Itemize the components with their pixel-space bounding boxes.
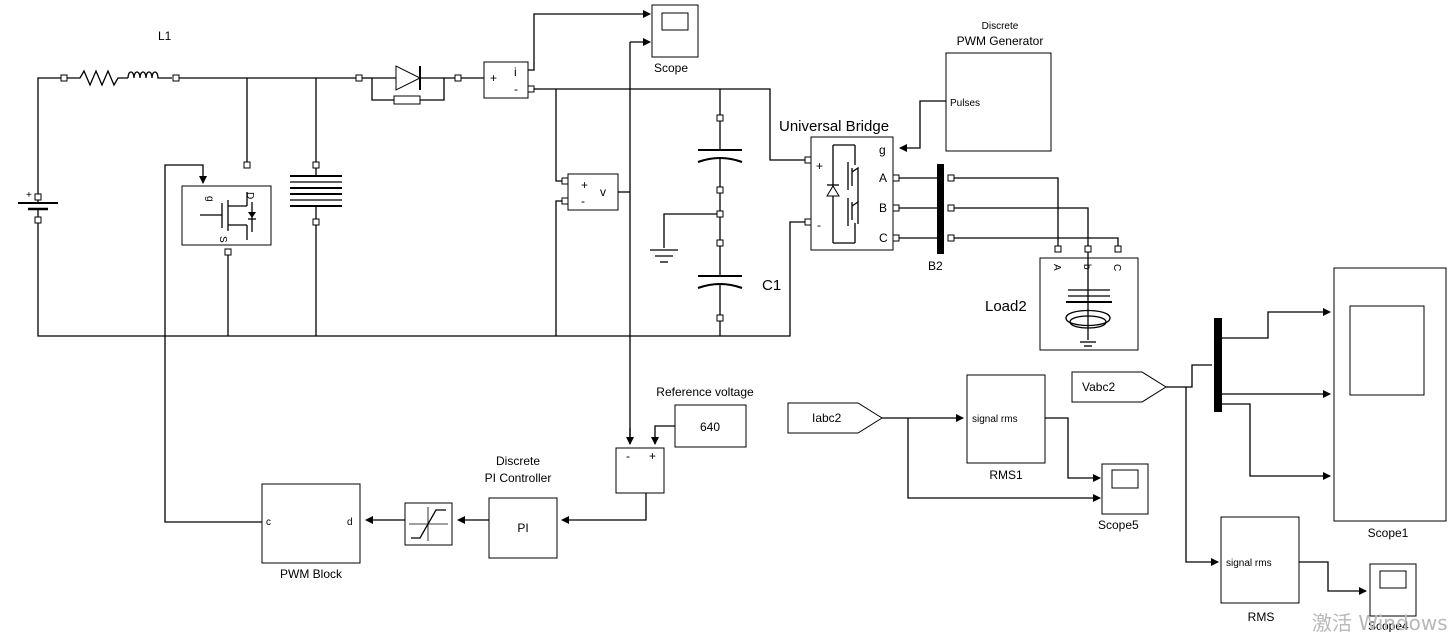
mosfet-s-label: S (217, 236, 228, 243)
scope1-block[interactable]: Scope1 (1333, 267, 1447, 540)
battery[interactable]: + (18, 190, 58, 224)
pi-label-2: PI Controller (485, 471, 552, 485)
scope5-label: Scope5 (1098, 518, 1139, 532)
pi-text: PI (517, 521, 528, 535)
mosfet-d-label: D (244, 192, 255, 199)
scope-block[interactable]: Scope (651, 4, 699, 75)
diode[interactable] (355, 65, 462, 105)
rms-label: RMS (1248, 610, 1275, 624)
vabc2-label: Vabc2 (1082, 380, 1115, 394)
rms-block[interactable]: signal rms RMS (1220, 516, 1367, 624)
voltage-measurement[interactable]: + - v (561, 38, 651, 445)
svg-text:+: + (490, 71, 497, 85)
scope1-label: Scope1 (1368, 526, 1409, 540)
bridge-port-a: A (879, 171, 887, 185)
pwm-gen-label-1: Discrete (982, 21, 1019, 32)
input-capacitor[interactable] (290, 161, 342, 226)
universal-bridge[interactable]: Universal Bridge + - g A B C (779, 118, 900, 251)
scope4-label: Scope4 (1368, 619, 1409, 632)
dc-link-capacitor-bottom[interactable]: C1 (697, 239, 781, 322)
iabc2-label: Iabc2 (812, 411, 842, 425)
pulses-label: Pulses (950, 98, 980, 109)
reference-voltage-constant[interactable]: 640 Reference voltage (656, 385, 754, 448)
svg-text:+: + (26, 190, 32, 201)
rms-signal-rms: signal rms (1226, 558, 1272, 569)
discrete-pi-controller[interactable]: PI Discrete PI Controller (457, 454, 558, 559)
universal-bridge-label: Universal Bridge (779, 118, 889, 135)
pi-label-1: Discrete (496, 454, 540, 468)
svg-text:-: - (817, 218, 821, 232)
sum-block[interactable]: - + (561, 425, 675, 524)
dc-link-capacitor-top[interactable] (697, 114, 743, 194)
rms1-block[interactable]: signal rms RMS1 (966, 374, 1101, 482)
svg-text:-: - (514, 82, 518, 96)
discrete-pwm-generator[interactable]: Discrete PWM Generator Pulses (899, 21, 1052, 152)
meas-v-label: v (600, 185, 606, 199)
saturation-block[interactable] (365, 502, 453, 546)
bus-b2[interactable]: B2 (899, 164, 1119, 273)
ref-value: 640 (700, 420, 720, 434)
demux-bus[interactable] (1214, 308, 1331, 480)
load-c: C (1111, 264, 1122, 271)
iabc2-from-block[interactable]: Iabc2 (787, 402, 1101, 502)
scope4-block[interactable]: Scope4 (1368, 563, 1417, 632)
meas-i-label: i (514, 65, 517, 79)
pwm-gen-label-2: PWM Generator (957, 34, 1044, 48)
inductor-label: L1 (158, 29, 172, 43)
scope5-block[interactable]: Scope5 (1098, 463, 1149, 532)
svg-text:-: - (626, 449, 630, 463)
pwm-block[interactable]: c d PWM Block (164, 470, 361, 581)
pwm-d-port: d (347, 517, 353, 528)
series-rl-branch[interactable]: L1 (60, 29, 180, 87)
activation-watermark: 激活 Windows (1312, 611, 1448, 632)
c1-label: C1 (762, 277, 781, 294)
ground-symbol (650, 249, 678, 263)
load2-block[interactable]: A b C Load2 (985, 245, 1139, 351)
bridge-port-b: B (879, 201, 887, 215)
load-b: b (1081, 264, 1092, 270)
rms1-signal-rms: signal rms (972, 414, 1018, 425)
pwm-c-port: c (266, 517, 271, 528)
svg-text:+: + (649, 449, 656, 463)
svg-text:+: + (581, 178, 588, 192)
ref-voltage-label: Reference voltage (656, 385, 754, 399)
mosfet-block[interactable]: g S D (164, 161, 272, 470)
rms1-label: RMS1 (989, 468, 1023, 482)
load-a: A (1051, 264, 1062, 271)
b2-label: B2 (928, 259, 943, 273)
pwm-block-label: PWM Block (280, 567, 343, 581)
svg-text:+: + (816, 159, 823, 173)
mosfet-g-label: g (204, 196, 215, 202)
load2-label: Load2 (985, 298, 1027, 315)
power-wires (37, 77, 808, 337)
svg-text:-: - (581, 194, 585, 208)
vabc2-from-block[interactable]: Vabc2 (1071, 364, 1219, 566)
bridge-port-c: C (879, 231, 888, 245)
bridge-port-g: g (879, 143, 886, 157)
current-measurement[interactable]: + i - (483, 10, 651, 99)
scope-label: Scope (654, 61, 688, 75)
